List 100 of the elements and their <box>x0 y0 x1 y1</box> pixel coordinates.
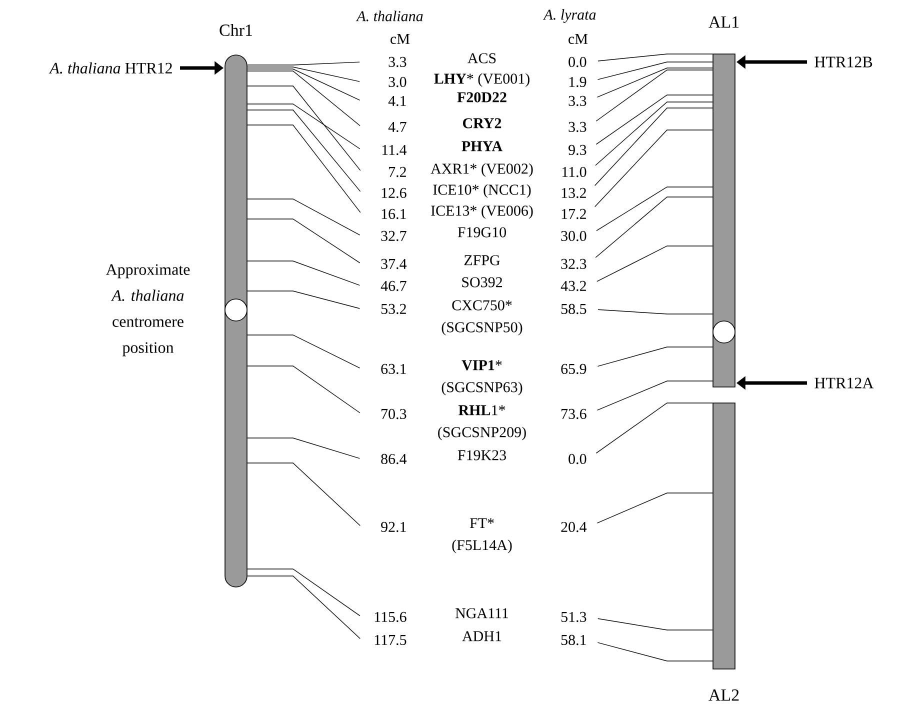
marker-name: NGA111 <box>456 608 508 618</box>
map-position: 0.0 <box>568 454 586 464</box>
connector-line <box>596 246 713 282</box>
map-position: 0.0 <box>568 56 586 68</box>
map-position: 1.9 <box>569 76 586 88</box>
connector-line <box>596 402 713 454</box>
connector-line <box>596 68 713 98</box>
marker-name: RHL1* (SGCSNP209) <box>438 405 526 440</box>
map-position: 30.0 <box>561 230 586 242</box>
connector-line <box>247 290 360 309</box>
connector-line <box>247 110 361 192</box>
marker-name: SO392 <box>462 277 502 288</box>
map-position: 11.0 <box>562 166 586 178</box>
connector-line <box>596 380 713 410</box>
connector-line <box>598 618 713 630</box>
connector-line <box>247 62 360 66</box>
connector-line <box>247 104 360 150</box>
column-heading: cM <box>390 34 410 44</box>
connector-line <box>597 62 713 80</box>
map-position: 4.7 <box>388 122 406 132</box>
map-position: 32.7 <box>381 230 406 242</box>
map-position: 92.1 <box>381 522 406 532</box>
map-position: 58.1 <box>561 634 586 646</box>
map-position: 117.5 <box>374 634 406 646</box>
map-position: 43.2 <box>560 280 586 292</box>
connector-line <box>247 568 360 616</box>
connector-line <box>247 198 360 236</box>
column-heading: A. thaliana <box>356 10 423 22</box>
connector-line <box>596 492 713 524</box>
map-position: 4.1 <box>388 96 406 106</box>
marker-name: ADH1 <box>462 631 502 642</box>
marker-name: F19G10 <box>458 227 506 238</box>
map-position: 86.4 <box>381 454 407 464</box>
connector-line <box>597 346 713 367</box>
map-position: 58.5 <box>561 304 586 314</box>
annotation-text: Approximate A. thaliana centromere position <box>106 264 190 356</box>
marker-name: AXR1* (VE002) <box>430 163 533 177</box>
map-position: 3.0 <box>388 76 406 88</box>
map-position: 51.3 <box>561 612 586 622</box>
connector-line <box>247 462 360 526</box>
marker-name: F20D22 <box>457 92 506 102</box>
map-position: 9.3 <box>568 144 586 156</box>
connector-line <box>595 196 713 258</box>
map-position: 53.2 <box>381 304 406 314</box>
marker-name: F19K23 <box>458 450 506 460</box>
connector-line <box>247 68 360 100</box>
map-position: 32.3 <box>561 258 586 270</box>
connector-line <box>247 334 360 368</box>
map-position: 11.4 <box>382 144 407 156</box>
connector-line <box>247 218 360 264</box>
marker-name: PHYA <box>462 141 502 152</box>
map-position: 3.3 <box>568 122 586 132</box>
marker-name: ACS <box>468 53 496 64</box>
connector-line <box>595 102 713 166</box>
map-position: 73.6 <box>562 408 586 420</box>
connector-line <box>247 260 360 286</box>
marker-name: CXC750* (SGCSNP50) <box>442 300 522 336</box>
map-position: 115.6 <box>374 612 406 622</box>
arrow-label: HTR12B <box>814 56 872 68</box>
connector-line <box>596 186 713 232</box>
connector-line <box>247 86 361 171</box>
map-position: 70.3 <box>382 408 406 420</box>
map-position: 65.9 <box>561 364 586 374</box>
connector-line <box>598 54 713 62</box>
connector-line <box>247 124 361 213</box>
map-position: 7.2 <box>389 166 406 178</box>
map-position: 46.7 <box>380 280 406 292</box>
connector-line <box>596 70 713 122</box>
connector-line <box>596 94 713 145</box>
arrow-label: HTR12A <box>814 378 874 388</box>
connector-line <box>594 108 713 186</box>
map-position: 63.1 <box>381 364 406 374</box>
connector-line <box>597 642 713 662</box>
map-position: 13.2 <box>562 188 586 198</box>
connector-line <box>247 438 360 459</box>
column-heading: A. lyrata <box>542 9 596 23</box>
column-heading: cM <box>568 34 588 44</box>
marker-name: ICE13* (VE006) <box>431 205 533 219</box>
marker-name: ZFPG <box>464 255 500 266</box>
connector-line <box>247 70 360 126</box>
connector-line <box>594 130 713 208</box>
map-position: 3.3 <box>388 56 406 68</box>
chromosome-label: Chr1 <box>220 24 252 36</box>
connector-line <box>247 66 360 82</box>
arrow-label: A. thaliana HTR12 <box>48 62 172 74</box>
marker-name: CRY2 <box>463 118 502 128</box>
map-position: 12.6 <box>382 188 406 198</box>
marker-name: VIP1* (SGCSNP63) <box>442 360 522 396</box>
map-position: 16.1 <box>382 208 406 220</box>
chromosome-label: AL1 <box>708 16 739 28</box>
connector-line <box>247 576 360 639</box>
marker-name: ICE10* (NCC1) <box>433 184 531 198</box>
marker-name: FT* (F5L14A) <box>452 518 512 554</box>
marker-name: LHY* (VE001) <box>434 73 530 87</box>
map-position: 20.4 <box>561 522 587 532</box>
chromosome-label: AL2 <box>708 689 739 701</box>
map-position: 37.4 <box>381 258 407 270</box>
map-position: 3.3 <box>568 96 586 106</box>
connector-line <box>598 309 713 314</box>
map-position: 17.2 <box>562 208 586 220</box>
